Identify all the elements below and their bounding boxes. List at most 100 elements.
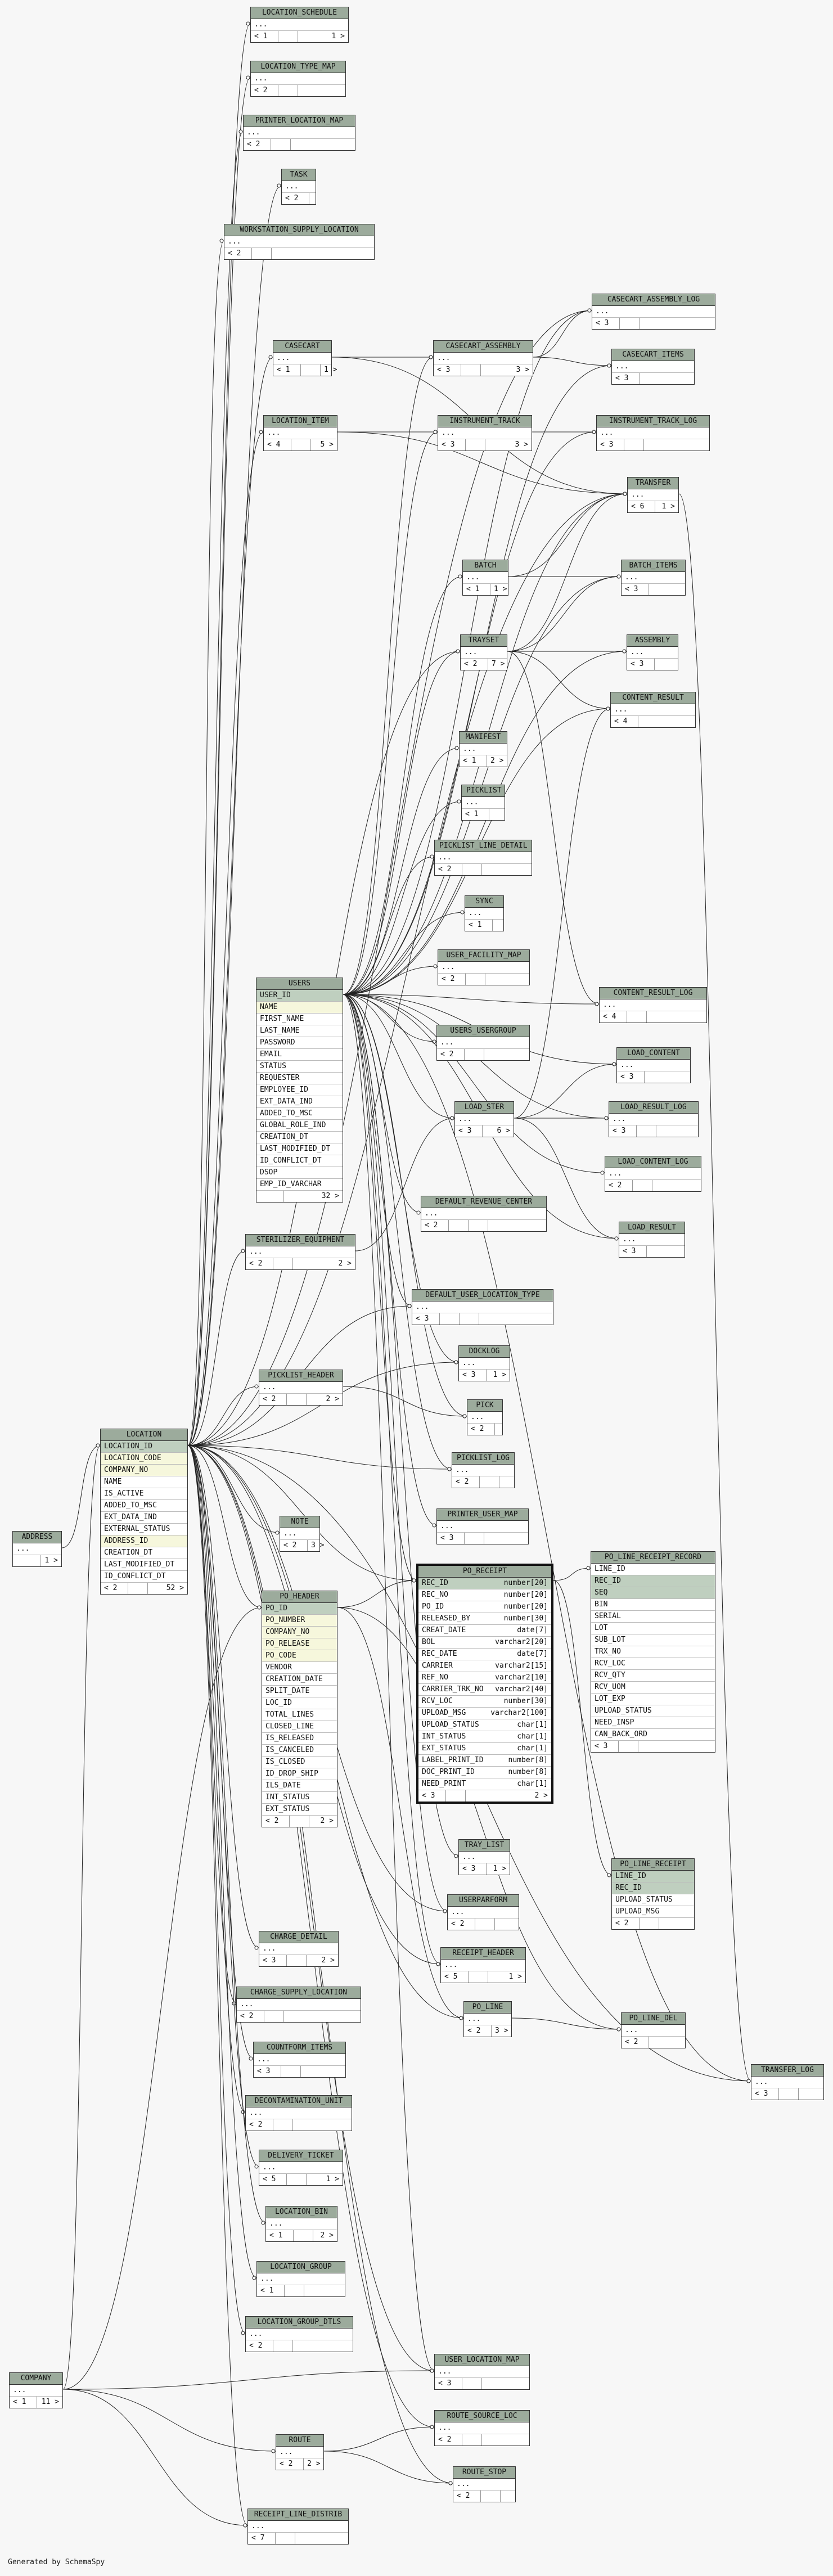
table-picklist[interactable]: PICKLIST...< 1 [461, 785, 505, 821]
table-header[interactable]: DEFAULT_USER_LOCATION_TYPE [412, 1290, 553, 1301]
table-header[interactable]: LOAD_RESULT_LOG [609, 1102, 698, 1114]
table-header[interactable]: DEFAULT_REVENUE_CENTER [421, 1196, 546, 1208]
table-header[interactable]: PO_RECEIPT [418, 1566, 551, 1578]
table-header[interactable]: USER_FACILITY_MAP [438, 950, 529, 962]
table-header[interactable]: SYNC [465, 896, 503, 908]
table-header[interactable]: ROUTE [276, 2435, 323, 2447]
table-header[interactable]: PO_LINE_RECEIPT [612, 1859, 694, 1871]
table-header[interactable]: ASSEMBLY [627, 635, 678, 647]
table-route-source-loc[interactable]: ROUTE_SOURCE_LOC...< 2 [434, 2410, 530, 2446]
table-header[interactable]: STERILIZER_EQUIPMENT [246, 1235, 355, 1246]
table-casecart-assembly-log[interactable]: CASECART_ASSEMBLY_LOG...< 3 [592, 294, 715, 330]
table-sync[interactable]: SYNC...< 1 [465, 895, 504, 931]
table-header[interactable]: CHARGE_DETAIL [259, 1931, 338, 1943]
table-load-result[interactable]: LOAD_RESULT...< 3 [619, 1222, 685, 1258]
table-countform-items[interactable]: COUNTFORM_ITEMS...< 3 [253, 2042, 346, 2078]
table-header[interactable]: CASECART [273, 341, 331, 353]
table-header[interactable]: RECEIPT_HEADER [441, 1948, 525, 1960]
table-header[interactable]: INSTRUMENT_TRACK_LOG [597, 416, 709, 427]
table-header[interactable]: LOCATION_SCHEDULE [251, 7, 348, 19]
table-header[interactable]: CONTENT_RESULT [611, 692, 695, 704]
table-header[interactable]: CASECART_ASSEMBLY [434, 341, 533, 353]
table-header[interactable]: MANIFEST [460, 732, 507, 744]
table-header[interactable]: LOCATION_GROUP_DTLS [246, 2317, 353, 2329]
table-header[interactable]: NOTE [280, 1516, 319, 1528]
table-header[interactable]: LOCATION_BIN [266, 2206, 337, 2218]
table-header[interactable]: LOAD_CONTENT [617, 1048, 690, 1060]
table-header[interactable]: LOCATION [101, 1429, 187, 1441]
table-header[interactable]: CASECART_ITEMS [612, 349, 694, 361]
table-po-line-del[interactable]: PO_LINE_DEL...< 2 [621, 2012, 686, 2048]
table-header[interactable]: PO_LINE [464, 2002, 511, 2014]
table-header[interactable]: CHARGE_SUPPLY_LOCATION [237, 1987, 361, 1999]
table-header[interactable]: LOAD_STER [455, 1102, 514, 1114]
table-printer-user-map[interactable]: PRINTER_USER_MAP...< 3 [436, 1508, 529, 1544]
table-printer-location-map[interactable]: PRINTER_LOCATION_MAP...< 2 [243, 115, 355, 151]
table-header[interactable]: CASECART_ASSEMBLY_LOG [592, 294, 715, 306]
table-header[interactable]: ADDRESS [13, 1532, 61, 1543]
table-header[interactable]: PICKLIST_LOG [452, 1453, 514, 1465]
table-header[interactable]: PICKLIST_HEADER [259, 1370, 343, 1382]
table-header[interactable]: USERPARFORM [448, 1895, 519, 1907]
table-load-content-log[interactable]: LOAD_CONTENT_LOG...< 2 [605, 1156, 701, 1192]
table-header[interactable]: LOAD_RESULT [619, 1222, 685, 1234]
table-header[interactable]: DELIVERY_TICKET [259, 2150, 343, 2162]
table-header[interactable]: CONTENT_RESULT_LOG [600, 988, 706, 999]
table-header[interactable]: TRAYSET [461, 635, 507, 647]
table-batch-items[interactable]: BATCH_ITEMS...< 3 [621, 560, 686, 596]
table-transfer-log[interactable]: TRANSFER_LOG...< 3 [751, 2064, 824, 2100]
table-header[interactable]: TASK [282, 169, 316, 181]
table-header[interactable]: LOCATION_ITEM [264, 416, 337, 427]
table-header[interactable]: COMPANY [10, 2373, 62, 2385]
table-location-group[interactable]: LOCATION_GROUP...< 1 [256, 2261, 345, 2297]
table-picklist-log[interactable]: PICKLIST_LOG...< 2 [452, 1452, 515, 1488]
table-task[interactable]: TASK...< 2 [281, 169, 316, 205]
table-header[interactable]: LOCATION_TYPE_MAP [251, 61, 345, 73]
table-header[interactable]: PRINTER_USER_MAP [437, 1509, 528, 1521]
table-header[interactable]: ROUTE_SOURCE_LOC [435, 2411, 529, 2422]
table-header[interactable]: INSTRUMENT_TRACK [438, 416, 532, 427]
table-default-revenue-center[interactable]: DEFAULT_REVENUE_CENTER...< 2 [421, 1196, 547, 1232]
table-header[interactable]: PO_LINE_RECEIPT_RECORD [591, 1552, 715, 1564]
table-workstation-supply-location[interactable]: WORKSTATION_SUPPLY_LOCATION...< 2 [224, 224, 375, 260]
table-header[interactable]: PRINTER_LOCATION_MAP [244, 115, 355, 127]
table-header[interactable]: DOCKLOG [459, 1346, 510, 1358]
table-header[interactable]: TRANSFER_LOG [751, 2065, 823, 2077]
table-header[interactable]: TRAY_LIST [459, 1840, 510, 1852]
table-charge-supply-location[interactable]: CHARGE_SUPPLY_LOCATION...< 2 [236, 1987, 361, 2023]
table-header[interactable]: PO_HEADER [262, 1591, 337, 1603]
table-default-user-location-type[interactable]: DEFAULT_USER_LOCATION_TYPE...< 3 [412, 1289, 553, 1325]
table-picklist-line-detail[interactable]: PICKLIST_LINE_DETAIL...< 2 [434, 840, 532, 876]
table-header[interactable]: BATCH [463, 560, 508, 572]
table-route-stop[interactable]: ROUTE_STOP...< 2 [453, 2466, 516, 2502]
table-header[interactable]: USER_LOCATION_MAP [435, 2354, 529, 2366]
table-header[interactable]: RECEIPT_LINE_DISTRIB [248, 2509, 348, 2521]
table-location-group-dtls[interactable]: LOCATION_GROUP_DTLS...< 2 [245, 2316, 353, 2352]
table-instrument-track-log[interactable]: INSTRUMENT_TRACK_LOG...< 3 [596, 415, 710, 451]
table-address[interactable]: ADDRESS...1 > [12, 1531, 62, 1567]
table-header[interactable]: TRANSFER [628, 478, 678, 489]
table-header[interactable]: USERS [256, 978, 343, 990]
